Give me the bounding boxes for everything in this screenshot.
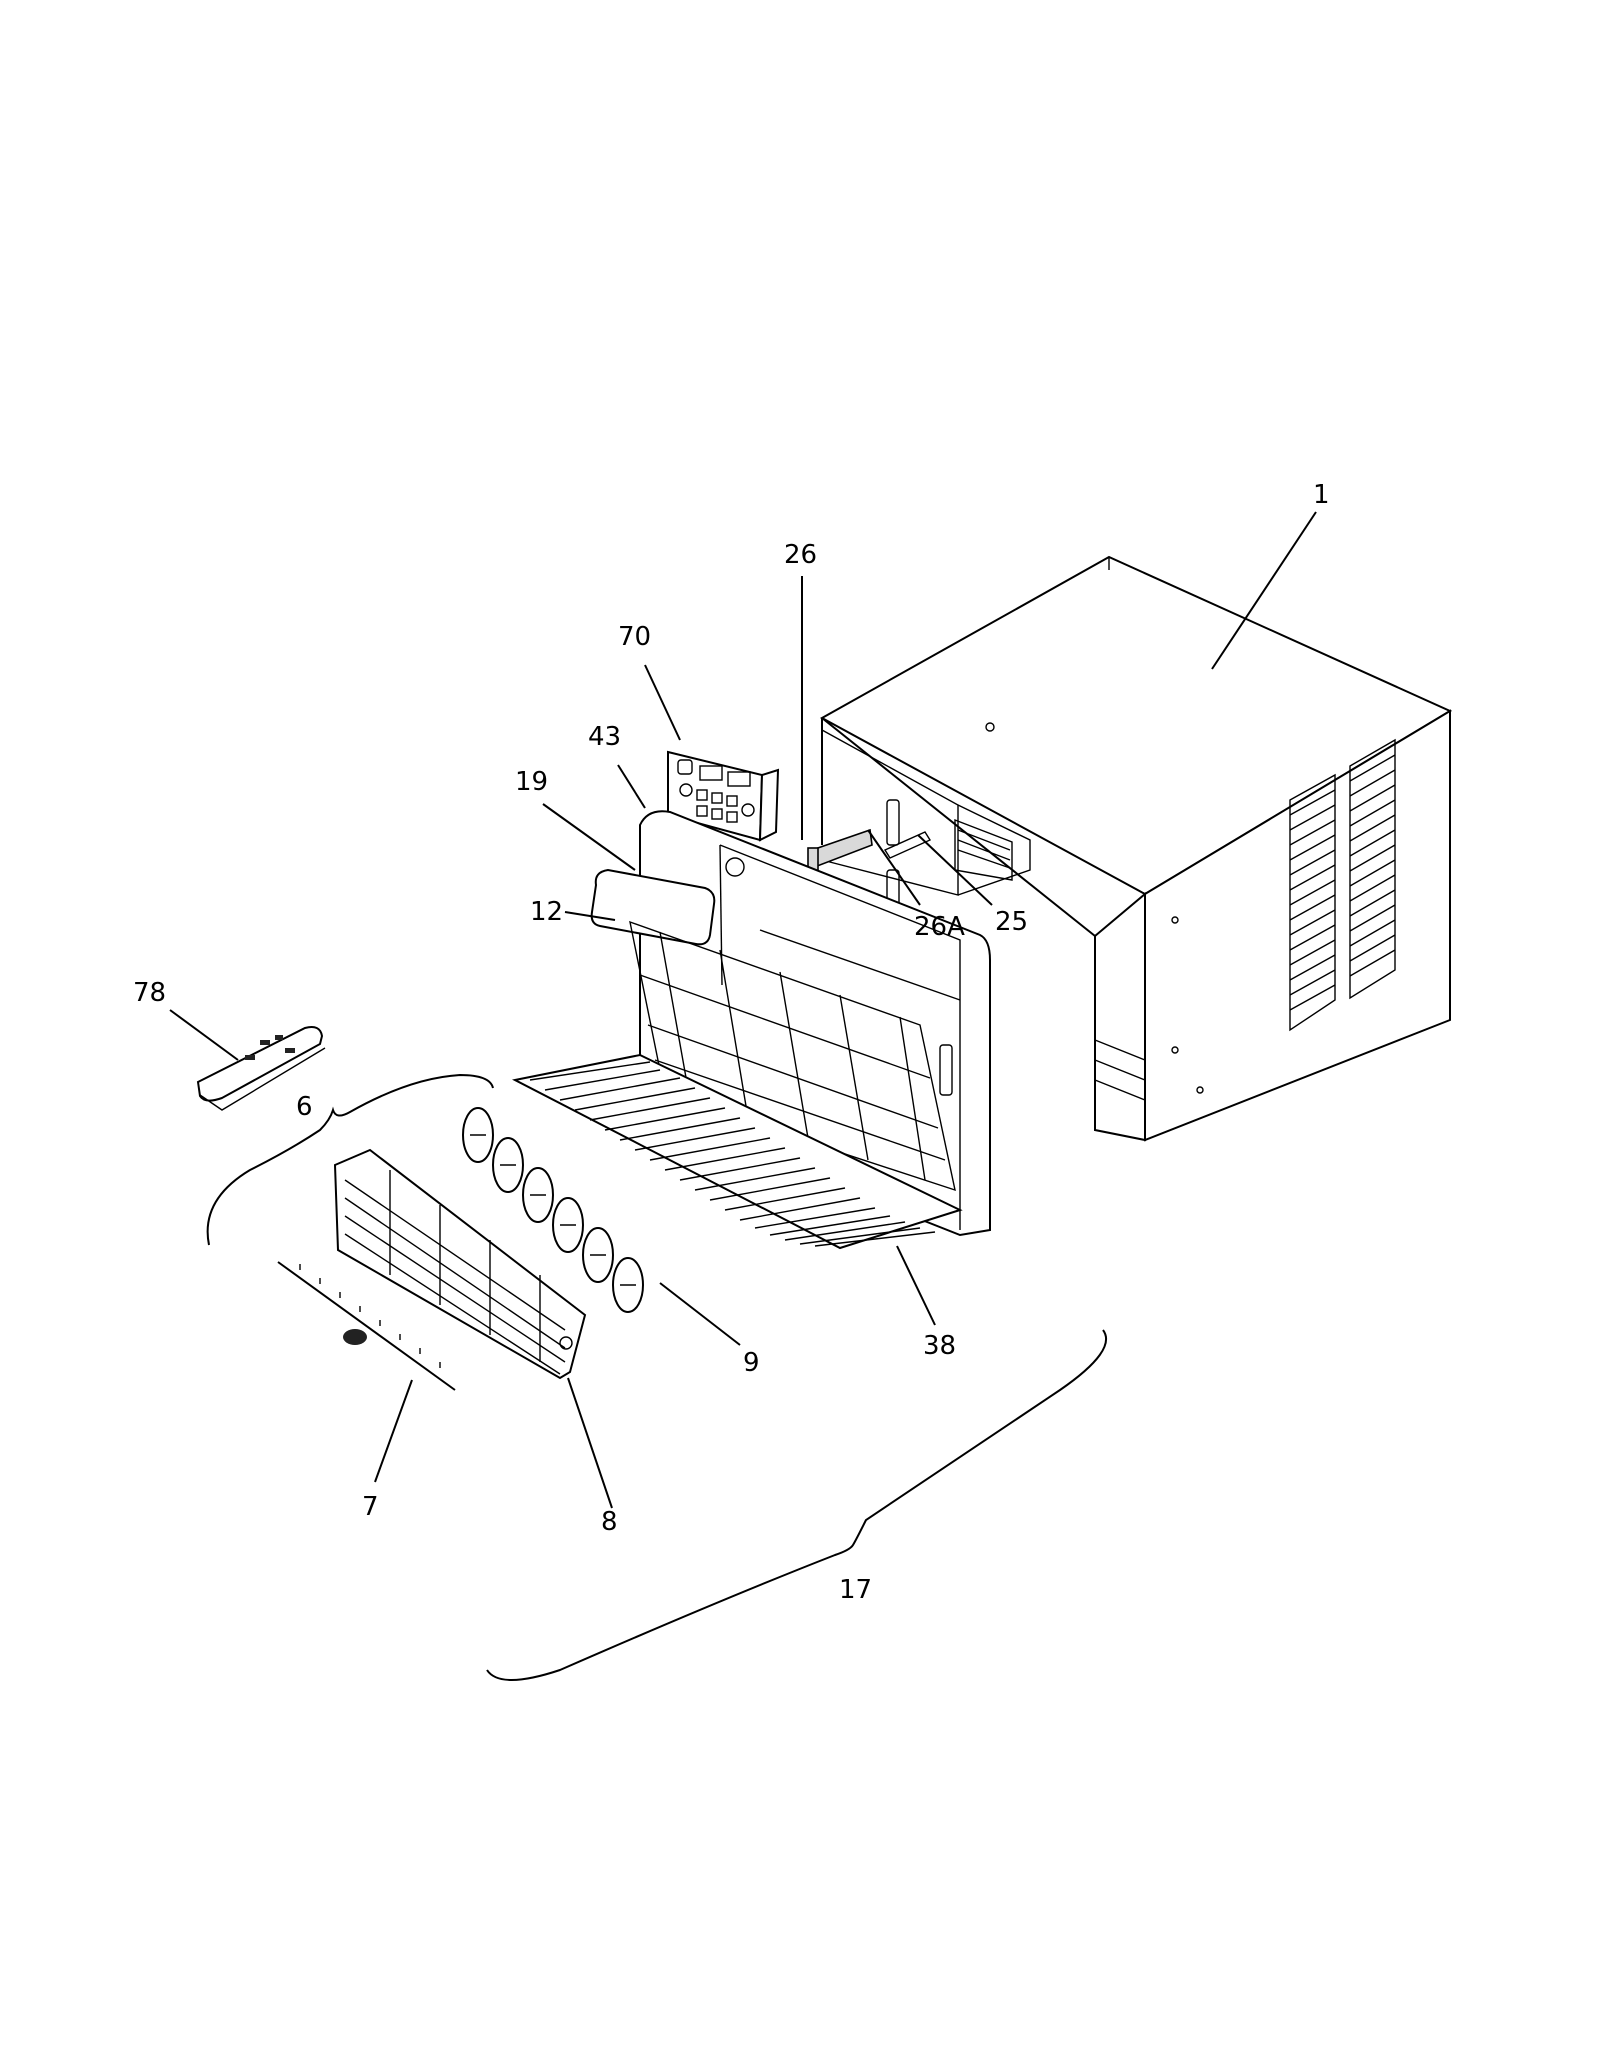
grille-part-8	[333, 1148, 587, 1380]
louvers-part-9	[462, 1107, 644, 1313]
cabinet-part-1	[819, 555, 1453, 1142]
link-rod-part-7	[277, 1261, 456, 1391]
callout-26: 26	[784, 540, 817, 570]
callout-7: 7	[362, 1492, 379, 1522]
callout-17: 17	[839, 1575, 872, 1605]
tray-part-38	[512, 1053, 963, 1250]
callout-43: 43	[588, 722, 621, 752]
callout-78: 78	[133, 978, 166, 1008]
leader-lines	[169, 511, 1317, 1509]
callout-1: 1	[1313, 480, 1330, 510]
callout-70: 70	[618, 622, 651, 652]
coil-part-25	[954, 818, 1013, 881]
remote-part-78	[196, 1026, 326, 1111]
callout-6: 6	[296, 1092, 313, 1122]
label-part-19	[590, 868, 716, 946]
callout-19: 19	[515, 767, 548, 797]
callout-26a: 26A	[914, 912, 965, 942]
bracket-part-26a	[883, 831, 932, 859]
callout-12: 12	[530, 897, 563, 927]
brace-17	[486, 1329, 1108, 1681]
brace-6	[206, 1073, 494, 1246]
callout-8: 8	[601, 1507, 618, 1537]
filter-part-12	[629, 920, 956, 1192]
callout-38: 38	[923, 1331, 956, 1361]
control-panel-part-70	[667, 750, 780, 842]
side-louvers	[1289, 738, 1396, 1032]
callout-25: 25	[995, 907, 1028, 937]
callout-9: 9	[743, 1348, 760, 1378]
